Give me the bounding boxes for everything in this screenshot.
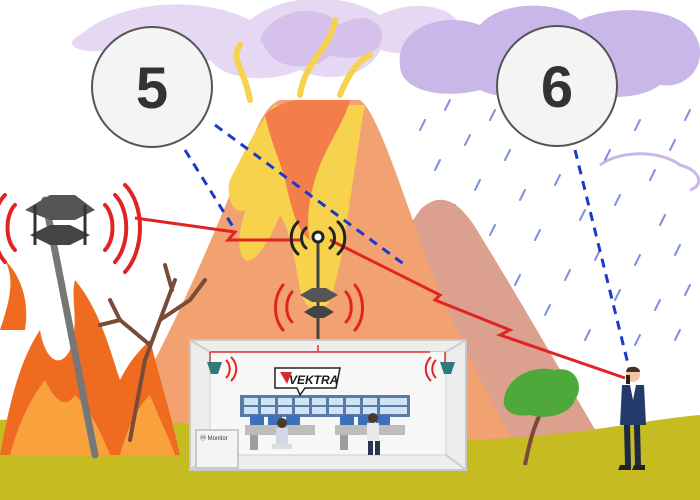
monitor-wall [240,395,410,417]
brand-name: VEKTRA [289,373,338,387]
cabinet-label: Ⓜ Monitor [200,434,228,442]
marker-5-label: 5 [136,56,168,121]
equipment-cabinet: Ⓜ Monitor [196,430,238,468]
marker-5: 5 [92,27,212,147]
siren-speaker-pole [25,195,95,245]
marker-6-label: 6 [541,55,573,120]
control-building: Ⓜ Monitor [190,340,466,470]
marker-6: 6 [497,26,617,146]
